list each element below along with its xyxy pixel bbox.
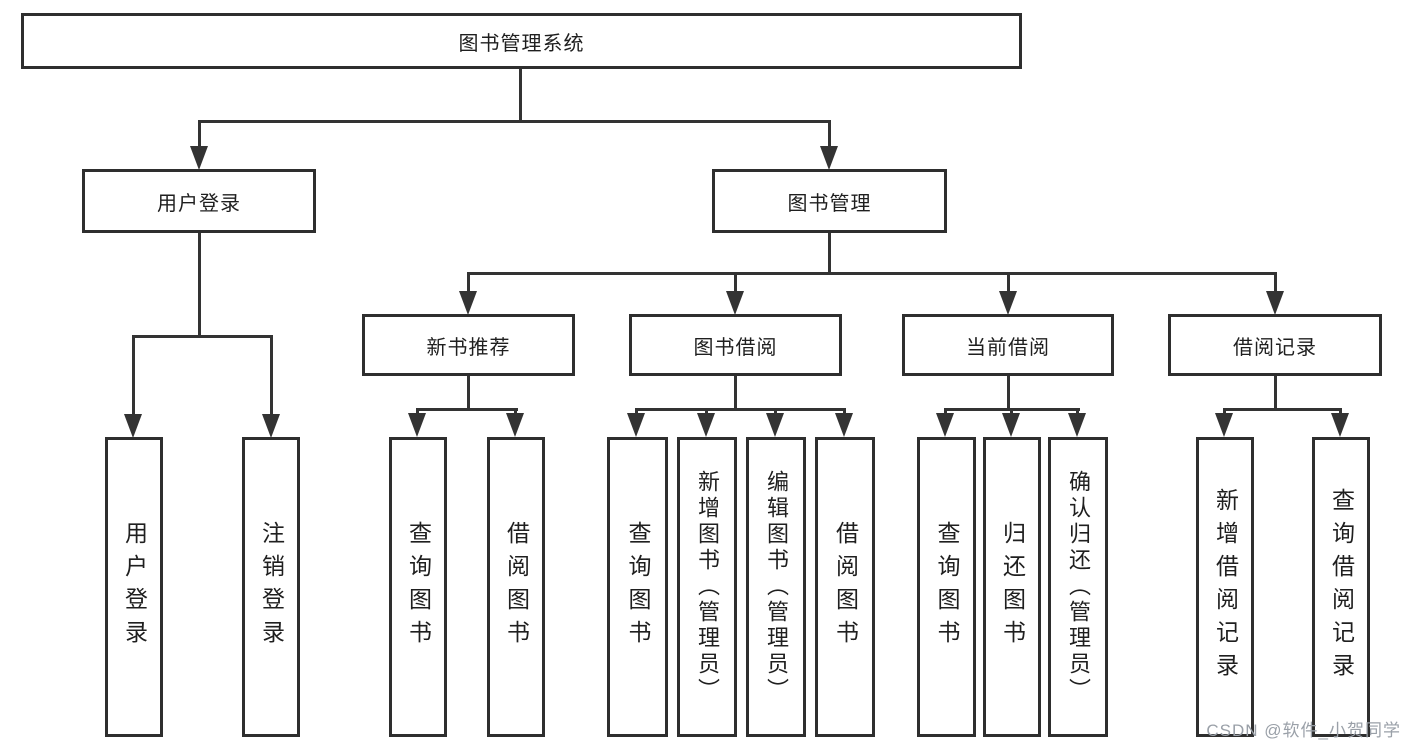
arrow-down-icon [124,414,142,438]
connector-stem [734,272,737,294]
connector-bookborrow-hline [635,408,846,411]
arrow-down-icon [766,413,784,437]
connector-stem [270,335,273,417]
leaf-query-borrow-record: 查询借阅记录 [1312,437,1370,737]
arrow-down-icon [835,413,853,437]
node-label: 借阅记录 [1233,336,1317,359]
connector-stem [198,120,201,155]
leaf-query-books: 查询图书 [917,437,976,737]
leaf-borrow-books: 借阅图书 [487,437,545,737]
arrow-down-icon [1002,413,1020,437]
connector-stem [828,120,831,155]
connector-borrowrec-hline [1223,408,1342,411]
leaf-label: 归还图书 [999,521,1026,653]
connector-stem [1007,272,1010,294]
node-root-label: 图书管理系统 [458,32,585,55]
node-book-management: 图书管理 [712,169,947,233]
connector-userlogin-hline [132,335,273,338]
connector-currborrow-stem [1007,376,1010,410]
arrow-down-icon [408,413,426,437]
node-label: 当前借阅 [966,336,1050,359]
leaf-label: 确认归还（管理员） [1066,470,1091,704]
arrow-down-icon [627,413,645,437]
node-root: 图书管理系统 [21,13,1022,69]
arrow-down-icon [506,413,524,437]
leaf-edit-books-admin: 编辑图书（管理员） [746,437,806,737]
arrow-down-icon [459,291,477,315]
leaf-label: 编辑图书（管理员） [764,470,789,704]
arrow-down-icon [697,413,715,437]
connector-stem [132,335,135,417]
connector-level3-hline [467,272,1277,275]
leaf-label: 查询借阅记录 [1328,488,1355,686]
leaf-query-books: 查询图书 [607,437,668,737]
node-book-borrowing: 图书借阅 [629,314,842,376]
arrow-down-icon [1068,413,1086,437]
node-label: 新书推荐 [426,336,511,359]
connector-userlogin-stem [198,233,201,337]
leaf-query-books: 查询图书 [389,437,447,737]
leaf-add-books-admin: 新增图书（管理员） [677,437,737,737]
connector-stem [467,272,470,294]
node-borrowing-records: 借阅记录 [1168,314,1382,376]
leaf-logout: 注销登录 [242,437,300,737]
csdn-watermark: CSDN @软件_小贺同学 [1206,721,1401,740]
connector-root-stem [519,68,522,121]
connector-borrowrec-stem [1274,376,1277,410]
arrow-down-icon [1331,413,1349,437]
connector-bookmgmt-stem [828,233,831,274]
leaf-label: 注销登录 [258,521,285,653]
connector-newrec-hline [416,408,518,411]
node-user-login: 用户登录 [82,169,316,233]
leaf-label: 用户登录 [121,521,148,653]
leaf-label: 查询图书 [405,521,432,653]
arrow-down-icon [262,414,280,438]
arrow-down-icon [936,413,954,437]
arrow-down-icon [1266,291,1284,315]
leaf-borrow-books: 借阅图书 [815,437,875,737]
leaf-label: 新增图书（管理员） [695,470,720,704]
node-label: 用户登录 [157,192,241,215]
node-new-book-recommend: 新书推荐 [362,314,575,376]
leaf-label: 查询图书 [934,521,960,653]
connector-newrec-stem [467,376,470,410]
leaf-confirm-return-admin: 确认归还（管理员） [1048,437,1108,737]
leaf-label: 借阅图书 [832,521,859,653]
arrow-down-icon [726,291,744,315]
arrow-down-icon [999,291,1017,315]
leaf-label: 新增借阅记录 [1212,488,1239,686]
leaf-label: 查询图书 [625,521,651,653]
leaf-add-borrow-record: 新增借阅记录 [1196,437,1254,737]
node-label: 图书借阅 [693,336,778,359]
arrow-down-icon [1215,413,1233,437]
leaf-return-books: 归还图书 [983,437,1041,737]
arrow-down-icon [190,146,208,170]
connector-level1-hline [198,120,830,123]
connector-bookborrow-stem [734,376,737,410]
node-current-borrowing: 当前借阅 [902,314,1114,376]
node-label: 图书管理 [787,192,872,215]
leaf-label: 借阅图书 [503,521,530,653]
connector-stem [1274,272,1277,294]
arrow-down-icon [820,146,838,170]
leaf-user-login: 用户登录 [105,437,163,737]
